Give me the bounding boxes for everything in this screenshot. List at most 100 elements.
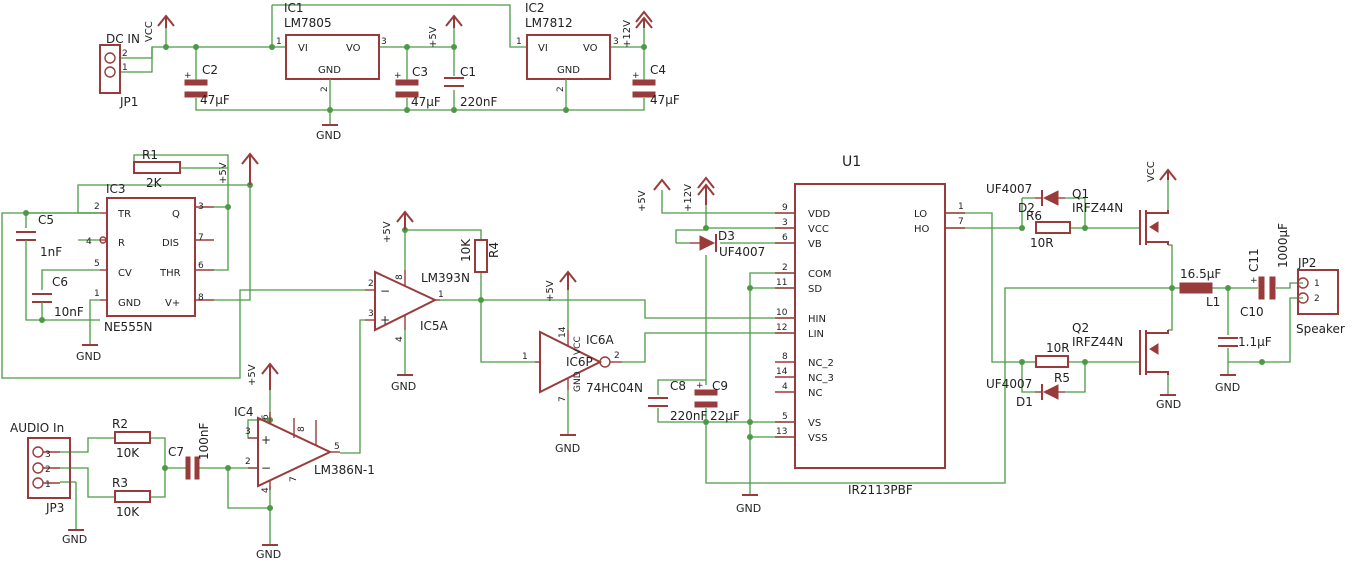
svg-text:2: 2 — [368, 279, 374, 289]
svg-text:IC2: IC2 — [525, 1, 545, 15]
svg-text:+5V: +5V — [247, 364, 258, 386]
svg-text:+: + — [1250, 276, 1258, 286]
gnd-symbol-555: GND — [76, 344, 101, 363]
u1-pin-label: VSS — [808, 433, 828, 444]
u1-pin-number: 13 — [776, 427, 787, 437]
svg-text:2K: 2K — [146, 176, 163, 190]
svg-text:4: 4 — [395, 336, 405, 342]
svg-text:VO: VO — [583, 43, 598, 54]
svg-text:JP2: JP2 — [1297, 256, 1316, 270]
svg-text:8: 8 — [297, 426, 307, 432]
svg-text:UF4007: UF4007 — [986, 377, 1032, 391]
svg-text:1: 1 — [522, 352, 528, 362]
c3-capacitor: + C3 47µF — [394, 65, 441, 109]
c9-capacitor: + C9 22µF — [694, 379, 740, 423]
svg-text:VI: VI — [298, 43, 308, 54]
svg-text:R3: R3 — [112, 476, 128, 490]
svg-text:2: 2 — [94, 202, 100, 212]
u1-left-pins: 9VDD3VCC6VB2COM11SD10HIN12LIN8NC_214NC_3… — [775, 203, 834, 444]
u1-driver: U1 IR2113PBF 9VDD3VCC6VB2COM11SD10HIN12L… — [775, 154, 965, 497]
svg-text:R2: R2 — [112, 417, 128, 431]
svg-text:IR2113PBF: IR2113PBF — [848, 483, 913, 497]
svg-text:C8: C8 — [670, 379, 686, 393]
svg-text:IC1: IC1 — [284, 1, 304, 15]
u1-pin-number: 6 — [782, 233, 788, 243]
svg-text:1: 1 — [276, 37, 282, 47]
svg-text:1: 1 — [45, 480, 51, 490]
svg-text:+: + — [184, 71, 192, 81]
c1-capacitor: C1 220nF — [444, 65, 498, 109]
svg-text:2: 2 — [614, 351, 620, 361]
d3-diode: D3 UF4007 — [690, 229, 765, 259]
svg-text:R: R — [118, 238, 125, 249]
svg-text:1000µF: 1000µF — [1276, 223, 1290, 268]
svg-text:+5V: +5V — [637, 190, 648, 212]
c11-capacitor: + C11 1000µF — [1247, 223, 1290, 300]
svg-text:UF4007: UF4007 — [719, 245, 765, 259]
u1-pin-label: LIN — [808, 329, 824, 340]
svg-text:IC6P: IC6P — [566, 355, 593, 369]
svg-text:−: − — [261, 461, 271, 475]
svg-text:10R: 10R — [1030, 236, 1054, 250]
junctions — [23, 44, 1265, 511]
d1-diode: UF4007 D1 — [986, 377, 1065, 409]
svg-text:R6: R6 — [1026, 209, 1042, 223]
svg-text:1: 1 — [122, 63, 128, 73]
svg-text:GND: GND — [1215, 381, 1240, 394]
jp2-connector: JP2 1 2 Speaker — [1296, 256, 1345, 336]
c2-capacitor: + C2 47µF — [184, 63, 230, 107]
svg-text:47µF: 47µF — [411, 95, 441, 109]
svg-text:LM7812: LM7812 — [525, 16, 573, 30]
svg-text:10R: 10R — [1046, 341, 1070, 355]
svg-text:GND: GND — [573, 371, 583, 392]
svg-text:5: 5 — [334, 442, 340, 452]
svg-text:Speaker: Speaker — [1296, 322, 1345, 336]
svg-text:7: 7 — [289, 476, 299, 482]
svg-text:GND: GND — [76, 350, 101, 363]
svg-text:V+: V+ — [165, 298, 180, 309]
u1-pin-number: 14 — [776, 367, 788, 377]
svg-text:IRFZ44N: IRFZ44N — [1072, 201, 1123, 215]
svg-text:IC6A: IC6A — [586, 333, 615, 347]
svg-text:C1: C1 — [460, 65, 476, 79]
q2-mosfet: Q2 IRFZ44N — [1072, 321, 1169, 375]
svg-text:D2: D2 — [1018, 201, 1035, 215]
svg-text:+5V: +5V — [428, 26, 439, 48]
svg-text:IRFZ44N: IRFZ44N — [1072, 335, 1123, 349]
svg-text:C9: C9 — [712, 379, 728, 393]
p5v-symbol-555: +5V — [218, 152, 259, 185]
svg-text:3: 3 — [45, 450, 51, 460]
svg-text:3: 3 — [368, 309, 374, 319]
gnd-symbol-driver: GND — [736, 494, 761, 515]
p5v-symbol-driver: +5V — [637, 178, 671, 212]
c5-capacitor: C5 1nF — [16, 213, 62, 259]
svg-text:C10: C10 — [1240, 305, 1264, 319]
svg-text:10K: 10K — [459, 238, 473, 262]
u1-pin-label: VDD — [808, 209, 831, 220]
svg-text:C2: C2 — [202, 63, 218, 77]
u1-pin-number: 8 — [782, 352, 788, 362]
svg-text:VCC: VCC — [144, 21, 155, 42]
svg-text:1: 1 — [516, 37, 522, 47]
svg-text:5: 5 — [94, 259, 100, 269]
svg-text:4: 4 — [261, 487, 271, 493]
svg-text:220nF: 220nF — [460, 95, 498, 109]
svg-text:C11: C11 — [1247, 248, 1261, 272]
u1-pin-label: SD — [808, 284, 822, 295]
svg-text:D3: D3 — [718, 229, 735, 243]
svg-text:3: 3 — [245, 427, 251, 437]
svg-text:L1: L1 — [1206, 295, 1220, 309]
u1-pin-label: NC_2 — [808, 358, 834, 369]
svg-text:10K: 10K — [116, 446, 140, 460]
gnd-symbol-regulators: GND — [316, 124, 341, 142]
c6-capacitor: C6 10nF — [32, 275, 84, 319]
u1-pin-number: 9 — [782, 203, 788, 213]
svg-text:THR: THR — [159, 268, 181, 279]
svg-text:IC3: IC3 — [106, 182, 126, 196]
gnd-symbol-mosfet: GND — [1156, 394, 1181, 411]
svg-text:GND: GND — [555, 442, 580, 455]
svg-text:IC4: IC4 — [234, 405, 254, 419]
svg-text:DC IN: DC IN — [106, 32, 140, 46]
svg-text:GND: GND — [256, 548, 281, 561]
